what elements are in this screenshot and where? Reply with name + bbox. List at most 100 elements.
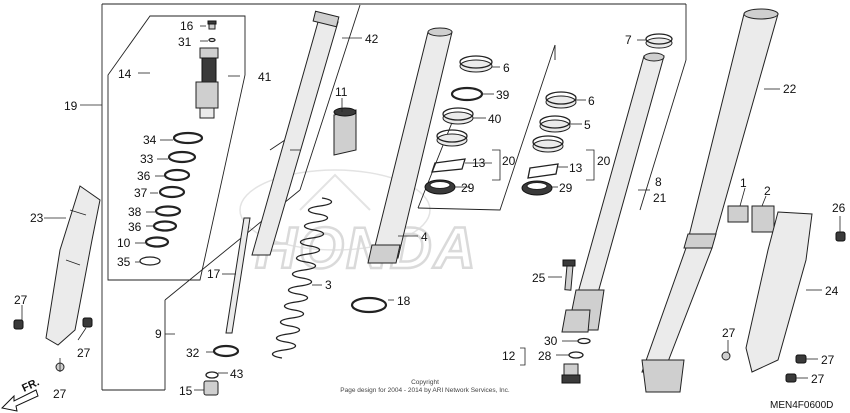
callout-13-b: 13 <box>569 161 583 175</box>
front-direction-arrow: FR. <box>0 376 41 412</box>
callout-10: 10 <box>117 236 131 250</box>
part-7-ring <box>645 33 673 49</box>
part-11-valve <box>333 107 357 156</box>
part-36-ring-lower <box>152 220 178 232</box>
callout-26: 26 <box>832 201 846 215</box>
part-1-clamp <box>727 205 749 223</box>
part-13-clip-b <box>527 163 559 179</box>
honda-watermark: HONDA <box>239 169 478 282</box>
callout-27-f: 27 <box>811 372 825 386</box>
callout-27-a: 27 <box>14 293 28 307</box>
callout-4: 4 <box>421 230 428 244</box>
part-24-fork-guard <box>745 211 813 373</box>
part-32-ring <box>212 344 240 358</box>
callout-15: 15 <box>179 384 193 398</box>
callout-30: 30 <box>544 334 558 348</box>
part-6-bushing-b <box>545 91 577 109</box>
callout-19: 19 <box>64 99 78 113</box>
callout-13-a: 13 <box>472 156 486 170</box>
part-27-bolt-f <box>785 373 797 383</box>
callout-37: 37 <box>134 186 148 200</box>
part-40-bushing <box>442 107 474 125</box>
part-17-rod <box>225 217 251 334</box>
part-3-spring <box>271 197 333 359</box>
callout-9: 9 <box>155 327 162 341</box>
part-29-dust-seal-b <box>521 180 553 196</box>
part-28-washer <box>568 351 584 359</box>
part-30-o-ring <box>577 337 591 345</box>
frame-lines <box>101 3 687 391</box>
callout-14: 14 <box>118 67 132 81</box>
part-29-dust-seal-a <box>424 179 456 195</box>
callout-43: 43 <box>230 367 244 381</box>
callout-8: 8 <box>655 175 662 189</box>
part-33-ring <box>167 150 197 164</box>
part-2-clamp <box>751 205 775 233</box>
callout-32: 32 <box>186 346 200 360</box>
callout-33: 33 <box>140 152 154 166</box>
part-15-collar <box>203 380 219 396</box>
callout-23: 23 <box>30 211 44 225</box>
part-39-bushing <box>450 86 484 102</box>
callout-28: 28 <box>538 349 552 363</box>
callout-18: 18 <box>397 294 411 308</box>
callout-17: 17 <box>207 267 221 281</box>
part-38-ring <box>154 205 182 217</box>
part-5-bushing <box>539 115 571 133</box>
callouts: 16 31 14 41 19 34 33 36 37 38 36 10 35 2… <box>14 19 846 401</box>
diagram-code: MEN4F0600D <box>770 400 833 411</box>
callout-21: 21 <box>653 191 667 205</box>
callout-29-a: 29 <box>461 181 475 195</box>
copyright-line-2: Page design for 2004 - 2014 by ARI Netwo… <box>340 387 510 394</box>
part-31-o-ring <box>208 37 216 43</box>
part-27-bolt-d <box>721 351 731 361</box>
callout-24: 24 <box>825 284 839 298</box>
callout-27-c: 27 <box>53 387 67 401</box>
callout-6-a: 6 <box>503 61 510 75</box>
leader-lines <box>21 25 841 391</box>
part-12-drain-bolt <box>561 363 581 384</box>
part-41-damper-assembly <box>195 47 219 119</box>
part-4-outer-tube <box>367 27 453 264</box>
part-6-bushing-a <box>459 55 493 73</box>
callout-34: 34 <box>143 133 157 147</box>
callout-31: 31 <box>178 35 192 49</box>
part-42-damper-rod <box>251 10 340 256</box>
callout-7: 7 <box>625 33 632 47</box>
callout-2: 2 <box>764 184 771 198</box>
part-34-ring <box>172 131 204 145</box>
part-37-ring <box>158 185 186 199</box>
part-16-screw <box>207 20 217 30</box>
callout-20-b: 20 <box>597 154 611 168</box>
callout-36-upper: 36 <box>137 169 151 183</box>
callout-27-b: 27 <box>77 346 91 360</box>
part-27-bolt-b <box>82 317 93 328</box>
callout-12: 12 <box>502 349 516 363</box>
part-27-bolt-a <box>13 319 24 330</box>
callout-36-lower: 36 <box>128 220 142 234</box>
callout-27-e: 27 <box>821 353 835 367</box>
callout-3: 3 <box>325 278 332 292</box>
part-43-ring <box>205 371 219 379</box>
part-36-ring-upper <box>163 168 191 182</box>
part-27-bolt-e <box>795 354 807 364</box>
part-26-bolt <box>835 231 846 242</box>
callout-40: 40 <box>488 112 502 126</box>
callout-1: 1 <box>740 176 747 190</box>
direction-label: FR. <box>20 376 41 394</box>
part-18-ring <box>350 296 388 314</box>
callout-5: 5 <box>584 118 591 132</box>
part-22-fork-assembly <box>641 8 779 393</box>
callout-22: 22 <box>783 82 797 96</box>
callout-20-a: 20 <box>502 154 516 168</box>
part-13-seal-b <box>532 135 564 153</box>
callout-35: 35 <box>117 255 131 269</box>
part-13-clip-a <box>431 158 466 173</box>
part-13-seal-a <box>436 129 468 147</box>
part-10-ring <box>144 236 170 248</box>
callout-16: 16 <box>180 19 194 33</box>
copyright-line-1: Copyright <box>411 379 439 386</box>
callout-6-b: 6 <box>588 94 595 108</box>
watermark-text: HONDA <box>255 216 478 281</box>
